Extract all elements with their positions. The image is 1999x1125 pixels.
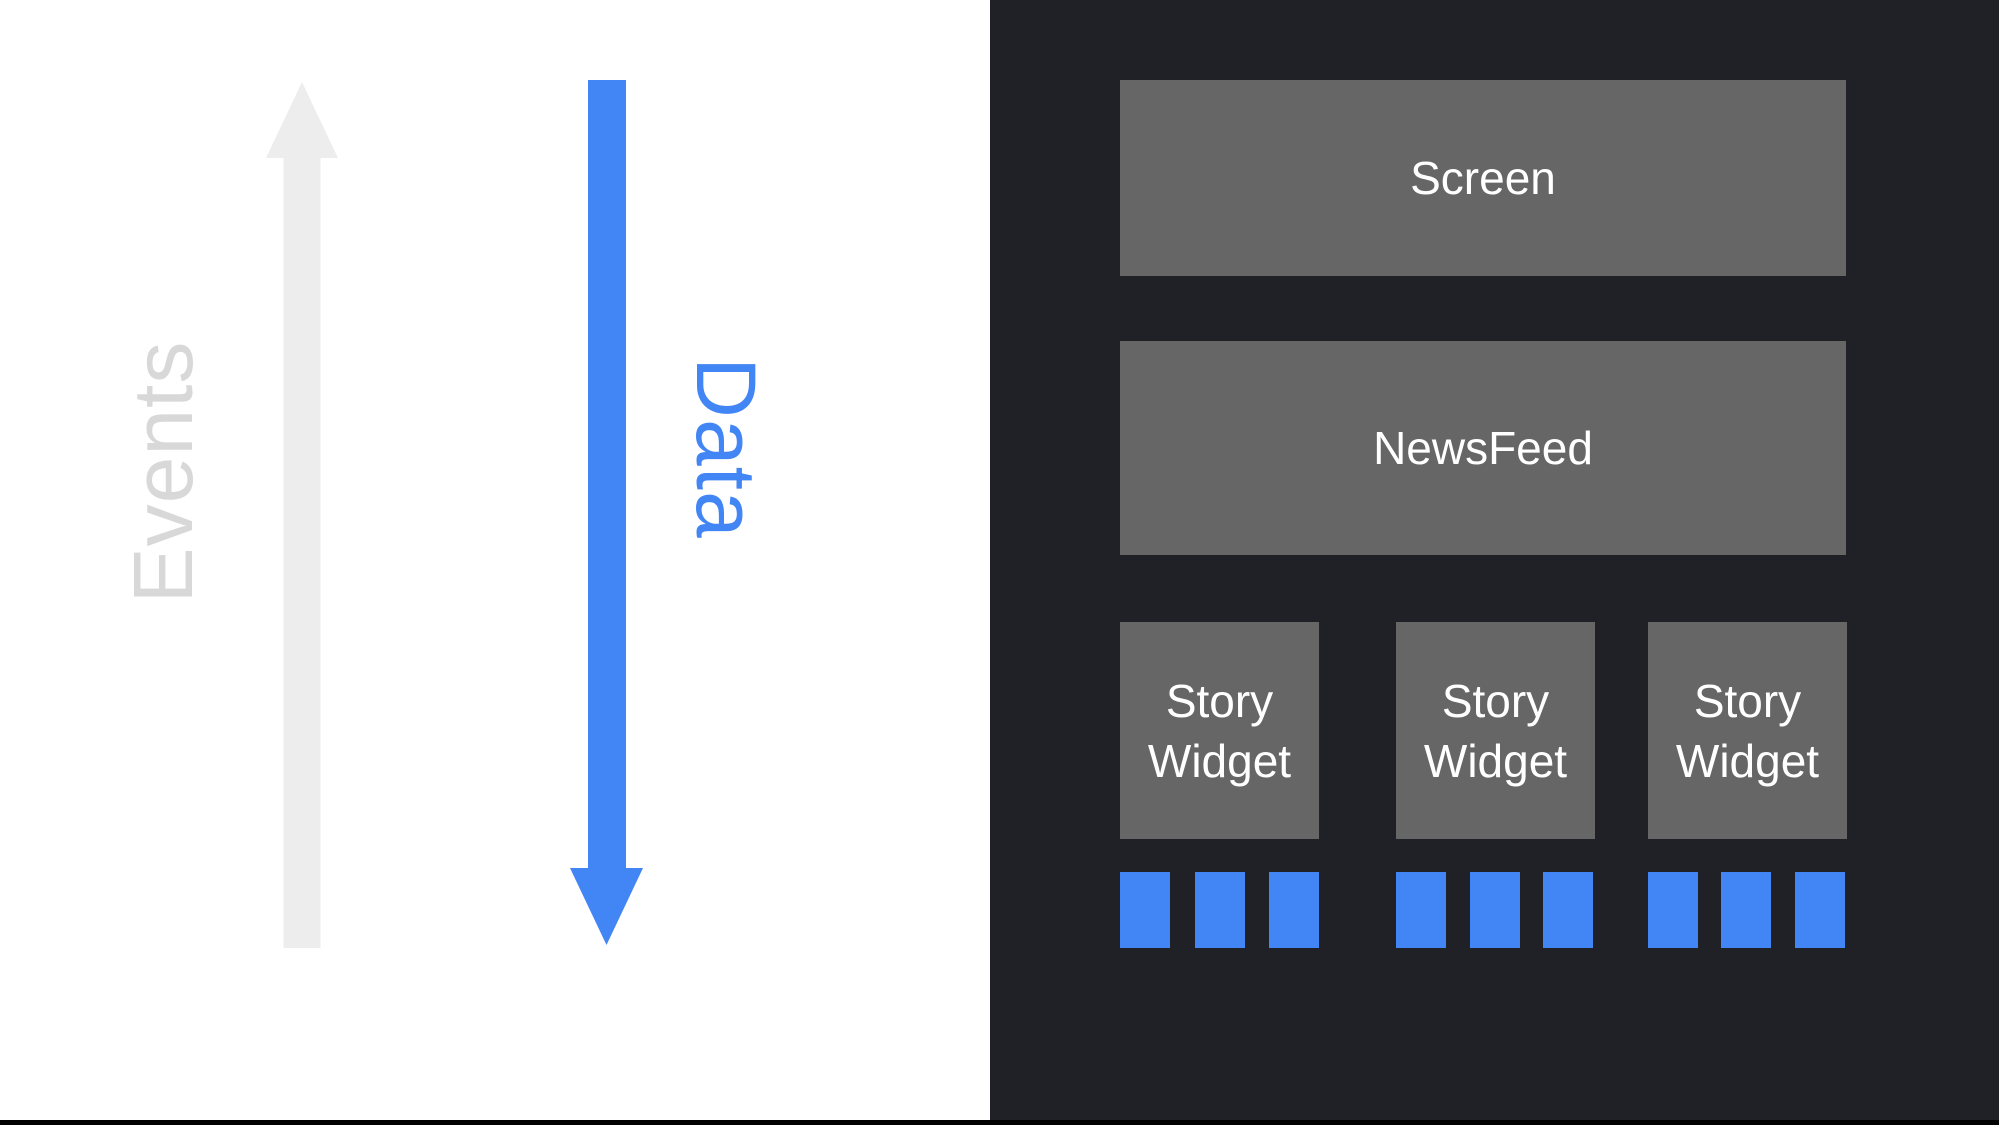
events-up-arrow-icon <box>266 82 338 948</box>
data-stripe <box>1396 872 1446 948</box>
story-widget-label: Story Widget <box>1675 674 1820 787</box>
screen-widget-box: Screen <box>1120 80 1846 276</box>
data-down-arrow-shape <box>570 80 643 945</box>
story-widget-box-3: Story Widget <box>1648 622 1847 839</box>
data-stripe <box>1543 872 1593 948</box>
events-label: Events <box>116 340 210 604</box>
data-label: Data <box>679 357 773 539</box>
data-stripe <box>1648 872 1698 948</box>
data-down-arrow-icon <box>570 80 643 945</box>
story-widget-label: Story Widget <box>1423 674 1568 787</box>
story-widget-box-1: Story Widget <box>1120 622 1319 839</box>
story-widget-box-2: Story Widget <box>1396 622 1595 839</box>
screen-widget-label: Screen <box>1410 152 1556 204</box>
data-stripe <box>1795 872 1845 948</box>
newsfeed-widget-box: NewsFeed <box>1120 341 1846 555</box>
data-stripe <box>1195 872 1245 948</box>
data-stripe <box>1470 872 1520 948</box>
widget-tree-panel: Screen NewsFeed Story Widget Story Widge… <box>990 0 1999 1125</box>
events-up-arrow-shape <box>266 82 338 948</box>
data-stripe <box>1120 872 1170 948</box>
data-stripe <box>1269 872 1319 948</box>
flow-diagram: Events Data <box>0 0 990 1125</box>
newsfeed-widget-label: NewsFeed <box>1373 422 1593 474</box>
bottom-edge-bar <box>0 1120 1999 1125</box>
data-stripe <box>1721 872 1771 948</box>
story-widget-label: Story Widget <box>1147 674 1292 787</box>
